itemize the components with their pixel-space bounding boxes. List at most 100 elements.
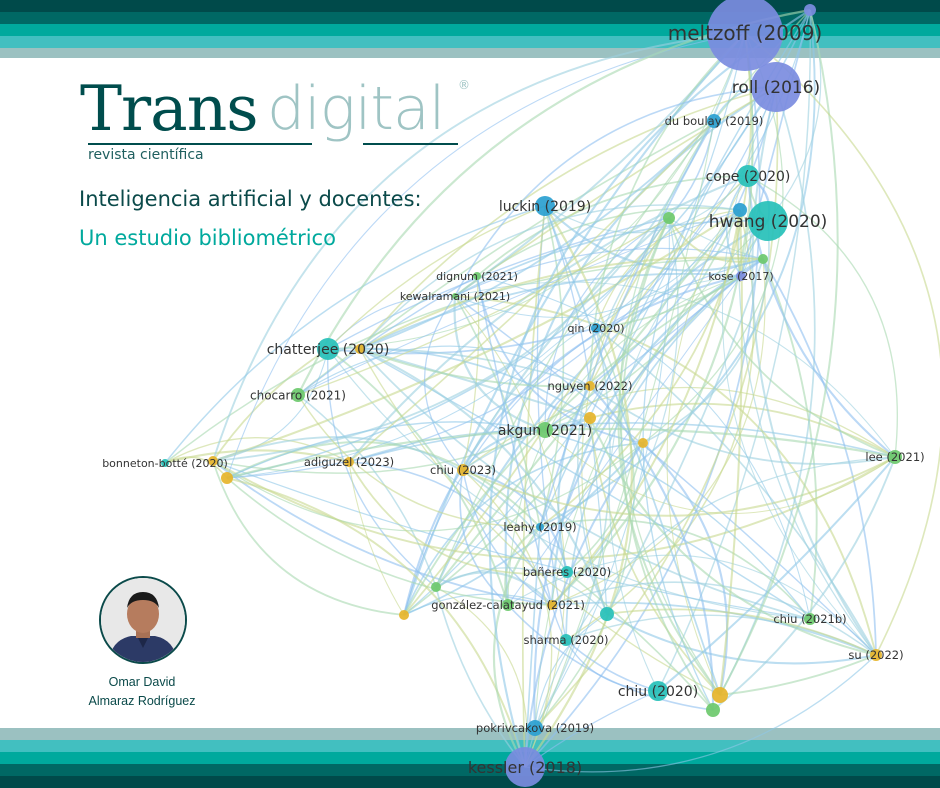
- network-edge: [435, 220, 769, 588]
- network-node[interactable]: [751, 62, 801, 112]
- node-label: bañeres (2020): [523, 565, 611, 579]
- header-stripe-2: [0, 12, 940, 24]
- network-edge: [403, 209, 741, 616]
- network-edge: [577, 217, 670, 615]
- network-node[interactable]: [561, 566, 573, 578]
- network-node[interactable]: [537, 422, 553, 438]
- network-edge: [462, 456, 896, 517]
- node-label: bonneton-botté (2020): [102, 457, 228, 470]
- node-label: hwang (2020): [709, 212, 828, 232]
- network-node[interactable]: [317, 338, 339, 360]
- network-edge: [226, 477, 526, 768]
- network-edge: [348, 429, 546, 463]
- network-node[interactable]: [804, 613, 816, 625]
- network-edge: [595, 209, 741, 329]
- network-edge: [565, 639, 659, 692]
- network-edge: [297, 217, 670, 396]
- network-edge: [719, 654, 877, 696]
- network-node[interactable]: [399, 610, 409, 620]
- network-edge: [359, 348, 591, 388]
- network-node[interactable]: [638, 438, 648, 448]
- network-node[interactable]: [208, 456, 218, 466]
- network-edge: [462, 417, 591, 471]
- network-node[interactable]: [648, 681, 668, 701]
- network-edge: [348, 175, 749, 463]
- network-node[interactable]: [758, 254, 768, 264]
- network-node[interactable]: [502, 599, 514, 611]
- logo-underline: [88, 143, 312, 145]
- network-node[interactable]: [505, 747, 545, 787]
- footer-stripe-3: [0, 752, 940, 764]
- network-node[interactable]: [457, 464, 469, 476]
- network-edge: [551, 604, 659, 692]
- network-node[interactable]: [712, 687, 728, 703]
- network-edge: [657, 456, 896, 692]
- node-label: pokrivcakova (2019): [476, 721, 594, 735]
- network-edge: [348, 461, 405, 616]
- network-node[interactable]: [161, 459, 169, 467]
- network-edge: [226, 217, 670, 479]
- network-node[interactable]: [733, 203, 747, 217]
- network-node[interactable]: [547, 600, 557, 610]
- network-node[interactable]: [736, 271, 746, 281]
- network-node[interactable]: [600, 607, 614, 621]
- network-edge: [212, 460, 405, 616]
- network-edge: [551, 258, 766, 606]
- network-node[interactable]: [804, 4, 816, 16]
- network-edge: [435, 586, 526, 768]
- network-edge: [454, 209, 741, 319]
- author-photo: [99, 576, 187, 664]
- network-node[interactable]: [221, 472, 233, 484]
- network-edge: [226, 427, 896, 480]
- network-node[interactable]: [707, 0, 783, 71]
- network-edge: [533, 258, 764, 729]
- network-edge: [740, 9, 811, 277]
- network-node[interactable]: [452, 293, 458, 299]
- network-edge: [454, 32, 746, 297]
- network-edge: [539, 120, 715, 528]
- network-node[interactable]: [888, 450, 902, 464]
- network-node[interactable]: [355, 344, 365, 354]
- network-edge: [524, 442, 644, 768]
- network-edge: [212, 436, 568, 573]
- network-node[interactable]: [473, 272, 481, 280]
- network-node[interactable]: [706, 703, 720, 717]
- node-label: leahy (2019): [503, 520, 576, 534]
- network-node[interactable]: [431, 582, 441, 592]
- footer-stripe-4: [0, 764, 940, 776]
- footer-stripe-1: [0, 728, 940, 740]
- network-node[interactable]: [870, 649, 882, 661]
- network-node[interactable]: [527, 720, 543, 736]
- network-edge: [608, 209, 741, 692]
- network-edge: [453, 295, 546, 432]
- network-node[interactable]: [591, 323, 601, 333]
- network-node[interactable]: [535, 196, 555, 216]
- network-edge: [403, 442, 644, 616]
- network-edge: [657, 9, 812, 692]
- network-node[interactable]: [748, 201, 788, 241]
- network-edge: [212, 209, 741, 463]
- node-label: su (2022): [848, 648, 903, 662]
- author-name: Omar David Almaraz Rodríguez: [60, 673, 224, 711]
- network-edge: [620, 217, 714, 711]
- network-node[interactable]: [663, 212, 675, 224]
- network-node[interactable]: [344, 457, 354, 467]
- network-node[interactable]: [707, 114, 721, 128]
- network-edge: [524, 526, 541, 768]
- network-node[interactable]: [584, 412, 596, 424]
- network-edge: [507, 554, 877, 656]
- network-edge: [462, 469, 568, 573]
- network-node[interactable]: [585, 381, 595, 391]
- node-label: du boulay (2019): [665, 114, 764, 128]
- network-edge: [539, 32, 752, 528]
- network-node[interactable]: [291, 388, 305, 402]
- network-node[interactable]: [536, 523, 544, 531]
- network-edge: [476, 275, 811, 620]
- network-node[interactable]: [737, 165, 759, 187]
- node-label: qin (2020): [567, 322, 624, 335]
- network-node[interactable]: [560, 634, 572, 646]
- network-edge: [507, 275, 742, 606]
- network-edge: [297, 345, 591, 396]
- node-label: cope (2020): [706, 169, 791, 185]
